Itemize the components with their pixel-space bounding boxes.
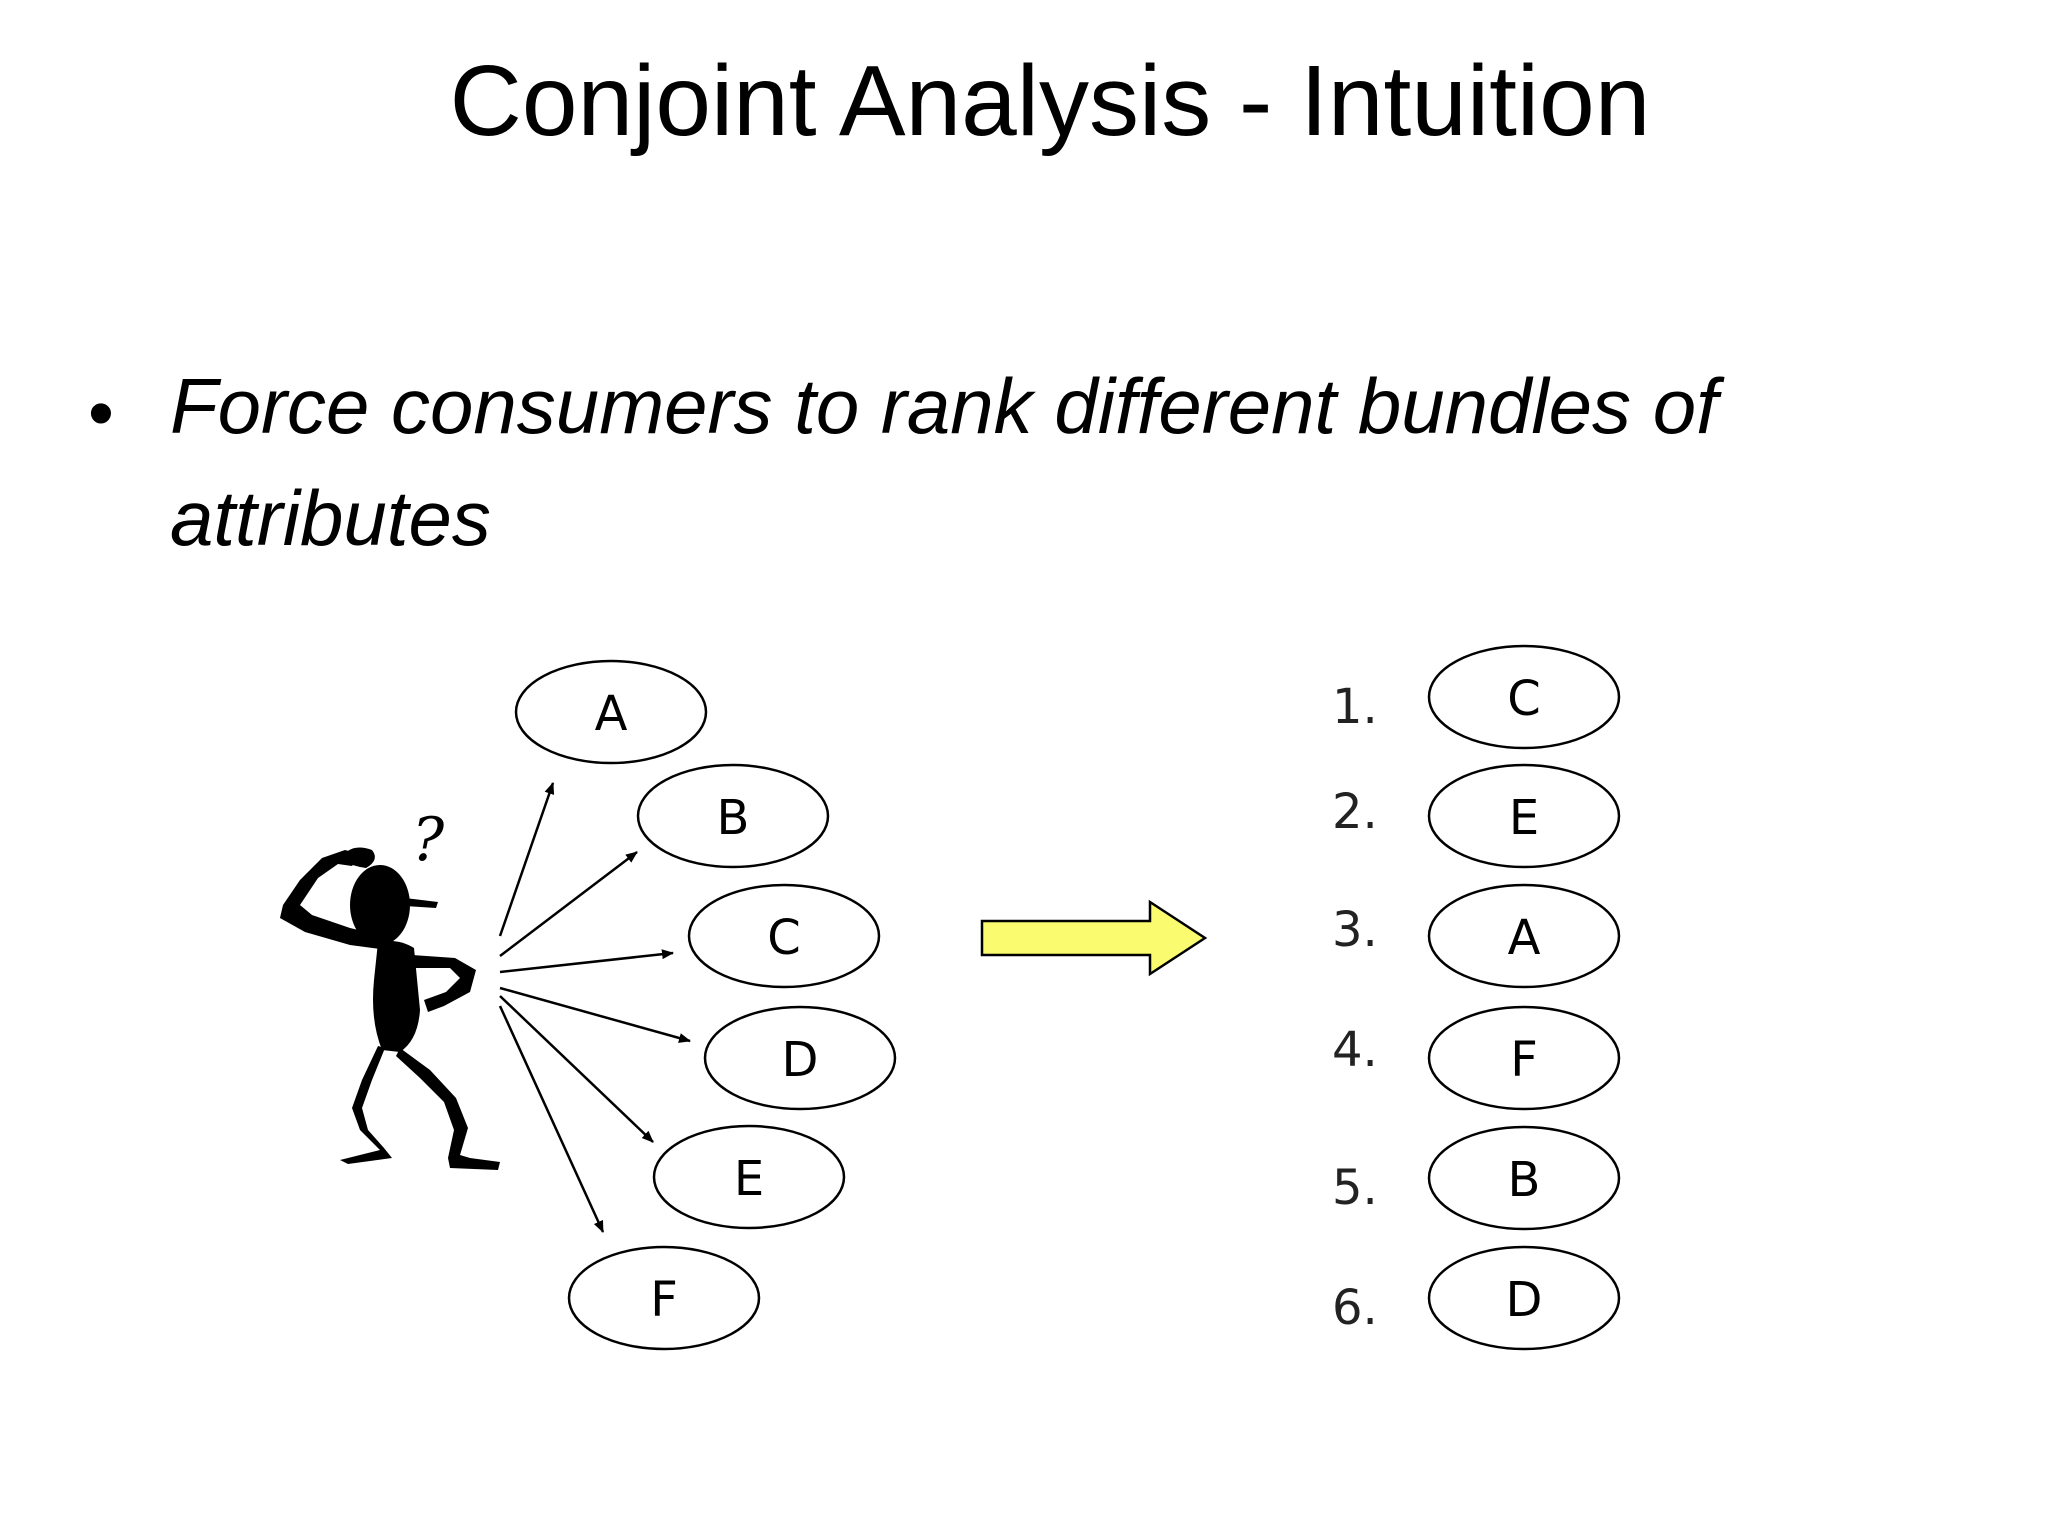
- ranked-item-4: 4. F: [1332, 1005, 1621, 1111]
- bundle-label: E: [734, 1151, 764, 1207]
- ranked-bundle-label: F: [1510, 1032, 1538, 1088]
- bundle-label: A: [595, 686, 628, 742]
- arrow-to-f: [498, 1005, 605, 1233]
- unranked-bundles: A B C D E F: [514, 659, 897, 1351]
- choice-arrows: [498, 782, 691, 1233]
- question-mark-icon: ?: [412, 805, 445, 875]
- ranked-item-3: 3. A: [1332, 883, 1621, 989]
- bundle-c: C: [687, 883, 881, 989]
- confused-person-icon: ?: [280, 805, 500, 1170]
- bundle-d: D: [703, 1005, 897, 1111]
- person-head: [350, 865, 410, 945]
- arrow-to-b: [499, 851, 638, 957]
- ranked-bundle-label: B: [1508, 1152, 1541, 1208]
- ranked-list: 1. C 2. E 3. A 4. F 5. B: [1332, 644, 1621, 1351]
- person-hip-arm: [412, 955, 476, 1012]
- person-legs: [340, 1046, 500, 1170]
- rank-number: 1.: [1332, 679, 1378, 735]
- person-body: [373, 940, 420, 1052]
- person-raised-arm: [280, 850, 392, 950]
- ranked-bundle-label: A: [1508, 910, 1541, 966]
- person-hand: [340, 847, 375, 868]
- slide-title: Conjoint Analysis - Intuition: [449, 45, 1651, 157]
- ranked-bundle-label: C: [1507, 671, 1541, 727]
- ranked-item-1: 1. C: [1332, 644, 1621, 750]
- arrow-to-d: [499, 986, 691, 1043]
- rank-number: 4.: [1332, 1022, 1378, 1078]
- ranked-bundle-label: E: [1509, 790, 1539, 846]
- ranked-item-6: 6. D: [1332, 1245, 1621, 1351]
- rank-number: 6.: [1332, 1280, 1378, 1336]
- bundle-label: D: [782, 1032, 819, 1088]
- arrow-to-a: [498, 782, 555, 937]
- bullet-text: Force consumers to rank different bundle…: [170, 362, 1718, 562]
- bundle-label: F: [650, 1272, 678, 1328]
- rank-number: 5.: [1332, 1160, 1378, 1216]
- ranked-item-2: 2. E: [1332, 763, 1621, 869]
- ranked-item-5: 5. B: [1332, 1125, 1621, 1231]
- rank-number: 2.: [1332, 784, 1378, 840]
- bundle-a: A: [514, 659, 708, 765]
- ranked-bundle-label: D: [1506, 1272, 1543, 1328]
- transition-arrow-icon: [980, 899, 1208, 977]
- bullet-symbol: •: [88, 371, 114, 454]
- bundle-b: B: [636, 763, 830, 869]
- bundle-label: C: [767, 910, 801, 966]
- person-nose: [405, 898, 438, 908]
- arrow-to-c: [499, 949, 674, 974]
- rank-number: 3.: [1332, 902, 1378, 958]
- bundle-e: E: [652, 1124, 846, 1230]
- arrow-to-e: [499, 995, 654, 1143]
- bundle-label: B: [717, 790, 750, 846]
- bundle-f: F: [567, 1245, 761, 1351]
